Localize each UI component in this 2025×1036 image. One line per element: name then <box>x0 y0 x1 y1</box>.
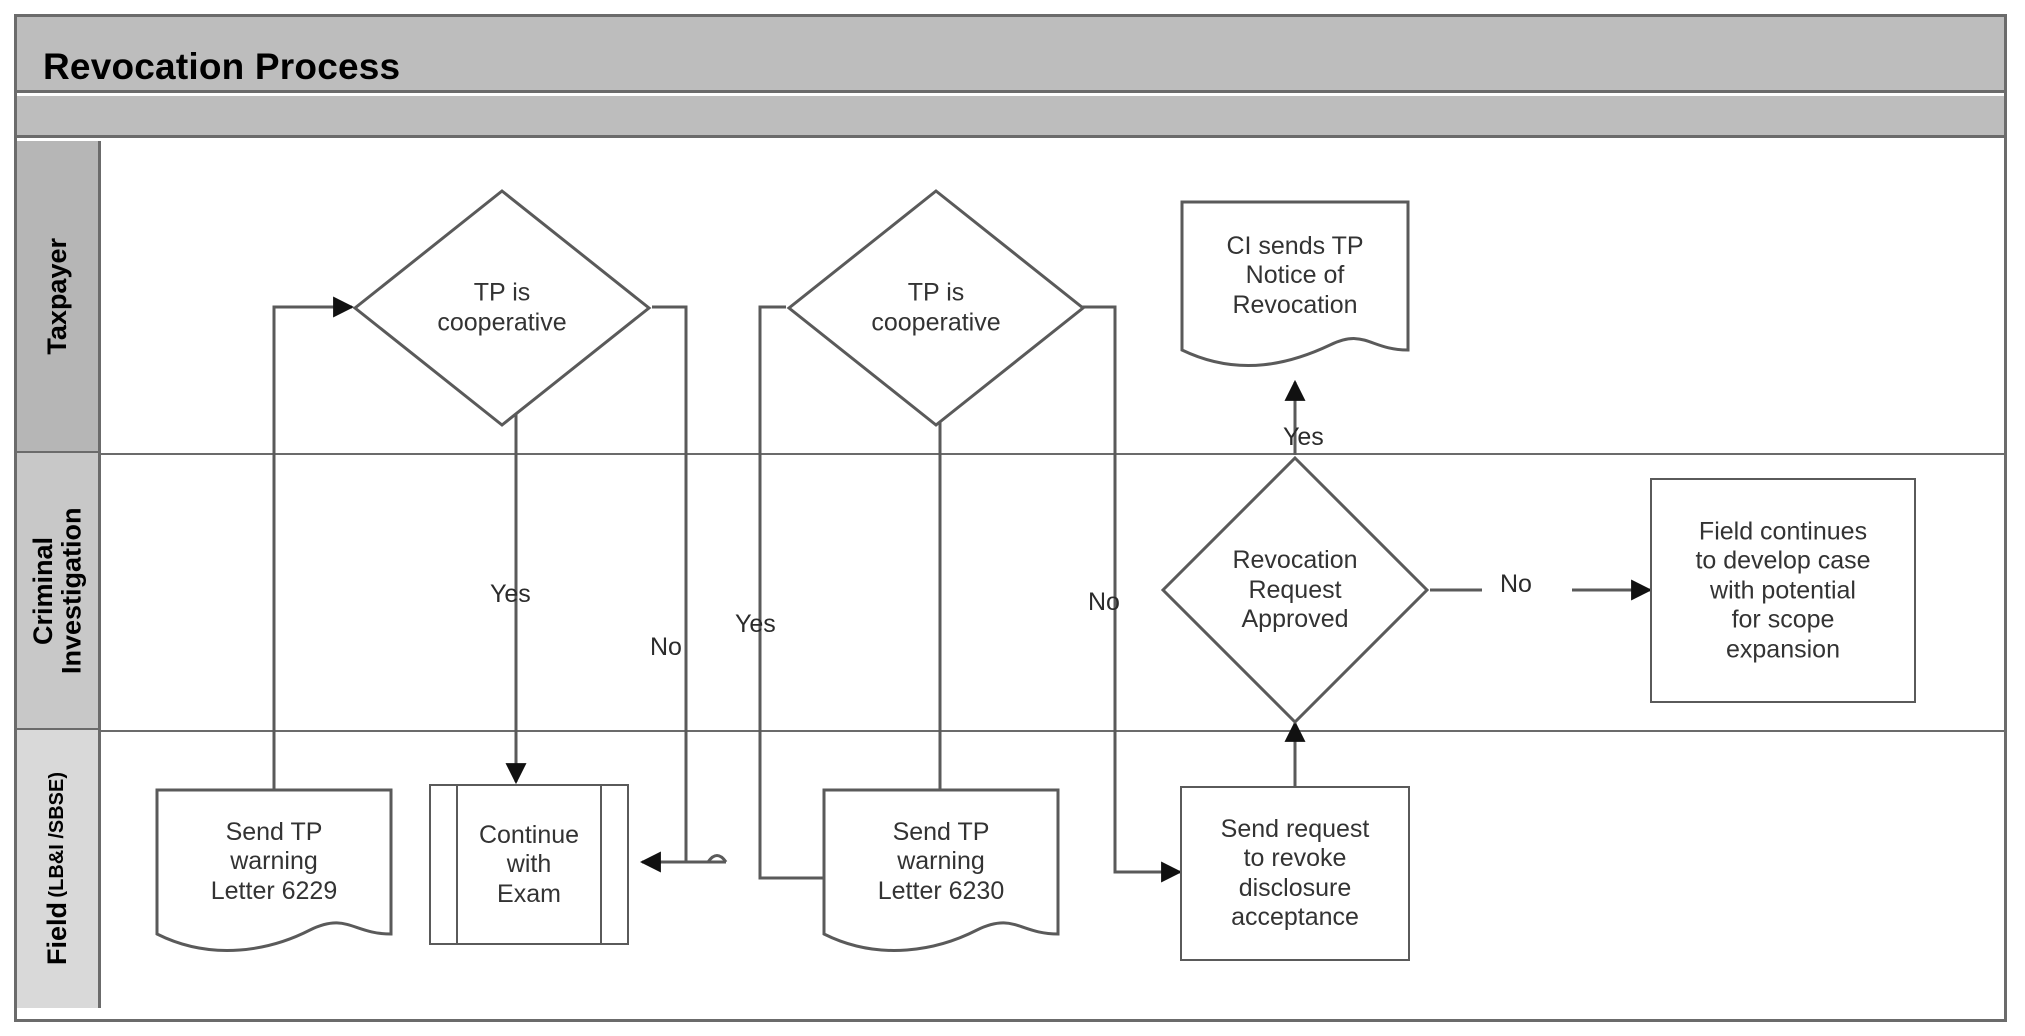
page-title: Revocation Process <box>43 46 401 87</box>
swimlane-label-criminal-investigation: Criminal Investigation <box>28 507 87 674</box>
decision-tp-cooperative-2[interactable]: TP is cooperative <box>786 188 1086 428</box>
subtitle-band <box>17 96 2004 138</box>
decision-tp-cooperative-1[interactable]: TP is cooperative <box>352 188 652 428</box>
edge-label-decision1-yes: Yes <box>490 580 531 608</box>
swimlane-label-taxpayer: Taxpayer <box>42 237 73 355</box>
document-ci-notice-label: CI sends TP Notice of Revocation <box>1226 231 1364 319</box>
document-send-tp-warning-letter-6230[interactable]: Send TP warning Letter 6230 <box>822 788 1060 963</box>
decision-tp-cooperative-1-label: TP is cooperative <box>437 278 567 337</box>
swimlane-header-field: Field (LB&I /SBSE) <box>17 730 101 1008</box>
document-send-tp-warning-letter-6229[interactable]: Send TP warning Letter 6229 <box>155 788 393 963</box>
edge-label-decision2-yes: Yes <box>735 610 776 638</box>
swimlane-header-taxpayer: Taxpayer <box>17 141 101 453</box>
edge-label-decision2-no: No <box>1088 588 1120 616</box>
edge-label-approval-no: No <box>1500 570 1532 598</box>
lane-divider-1 <box>101 453 2004 455</box>
decision-tp-cooperative-2-label: TP is cooperative <box>871 278 1001 337</box>
predefined-process-continue-exam-label: Continue with Exam <box>478 820 580 908</box>
process-send-request-revoke-disclosure[interactable]: Send request to revoke disclosure accept… <box>1180 786 1410 961</box>
document-ci-notice-of-revocation[interactable]: CI sends TP Notice of Revocation <box>1180 200 1410 380</box>
process-field-continues-label: Field continues to develop case with pot… <box>1695 516 1871 663</box>
predefined-process-continue-with-exam[interactable]: Continue with Exam <box>429 784 629 945</box>
document-letter-6230-label: Send TP warning Letter 6230 <box>877 817 1005 905</box>
swimlane-header-criminal-investigation: Criminal Investigation <box>17 453 101 730</box>
edge-label-decision1-no: No <box>650 633 682 661</box>
swimlane-label-field: Field <box>42 902 73 966</box>
edge-label-approval-yes: Yes <box>1283 423 1324 451</box>
process-field-continues-develop-case[interactable]: Field continues to develop case with pot… <box>1650 478 1916 703</box>
process-send-request-label: Send request to revoke disclosure accept… <box>1220 814 1370 932</box>
swimlane-sublabel-field: (LB&I /SBSE) <box>46 772 69 899</box>
document-letter-6229-label: Send TP warning Letter 6229 <box>210 817 338 905</box>
decision-revocation-request-approved[interactable]: Revocation Request Approved <box>1160 455 1430 725</box>
title-band: Revocation Process <box>17 17 2004 93</box>
lane-divider-2 <box>101 730 2004 732</box>
decision-revocation-approved-label: Revocation Request Approved <box>1232 545 1358 633</box>
